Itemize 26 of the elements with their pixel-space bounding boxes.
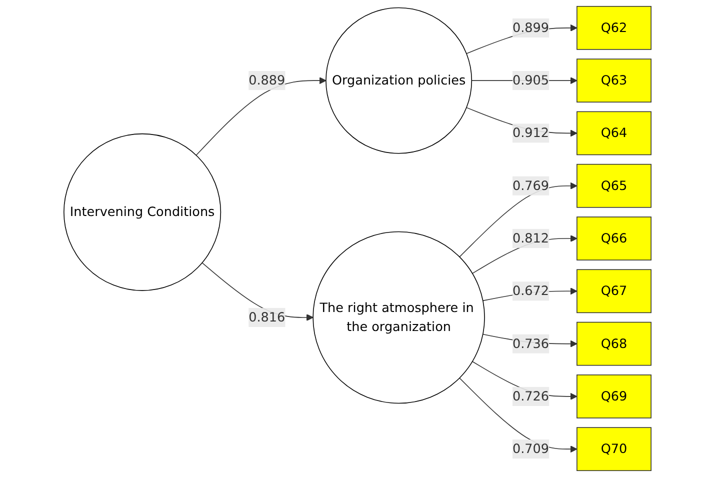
node-circle: Intervening Conditions [64,133,222,291]
arrow [459,182,578,258]
edge-label: 0.812 [512,230,550,246]
node-box: Q68 [576,322,652,366]
edge-label: 0.905 [512,72,550,88]
node-box: Q65 [576,164,652,208]
edge-label: 0.899 [512,20,550,36]
arrow [459,378,578,453]
edge-label: 0.816 [248,309,286,325]
node-box: Q67 [576,269,652,314]
node-box: Q70 [576,427,652,472]
edge-label: 0.889 [248,72,286,88]
edge-label: 0.769 [512,178,550,194]
arrow [196,77,326,156]
node-box: Q69 [576,374,652,418]
node-circle: Organization policies [326,7,472,154]
node-box: Q64 [576,111,652,156]
node-box: Q63 [576,58,652,102]
edge-label: 0.736 [512,336,550,351]
node-box: Q66 [576,216,652,260]
node-circle: The right atmosphere in the organization [312,231,485,404]
edge-label: 0.912 [512,125,550,140]
node-box: Q62 [576,6,652,50]
edge-label: 0.672 [512,283,550,298]
edge-label: 0.726 [512,388,550,404]
edge-label: 0.709 [512,441,550,456]
